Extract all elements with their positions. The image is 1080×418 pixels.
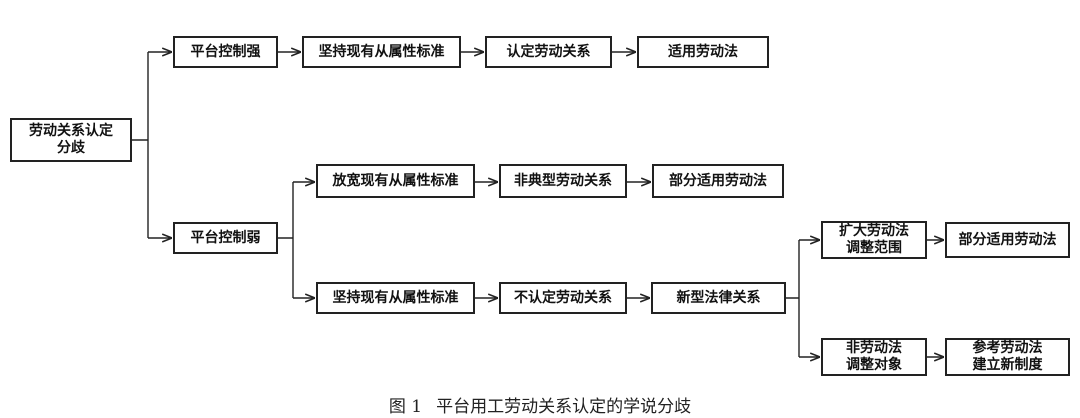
edge-new-branch xyxy=(786,240,800,357)
node-platform-control-weak-label: 平台控制弱 xyxy=(190,229,261,246)
node-atypical-labor-relation-label: 非典型劳动关系 xyxy=(514,172,612,189)
edge-root-branch xyxy=(132,52,149,238)
node-non-labor-law-object-line-2: 调整对象 xyxy=(846,357,902,373)
node-expand-partial-labor-law-label: 部分适用劳动法 xyxy=(958,231,1057,248)
node-atypical-labor-relation: 非典型劳动关系 xyxy=(499,164,627,198)
node-root-line-1: 劳动关系认定 xyxy=(29,123,113,139)
node-not-labor-relation-label: 不认定劳动关系 xyxy=(514,289,612,306)
node-new-legal-relation: 新型法律关系 xyxy=(651,282,786,314)
node-relax-criterion: 放宽现有从属性标准 xyxy=(316,164,475,198)
node-non-labor-law-object-line-1: 非劳动法 xyxy=(846,340,902,356)
node-strong-apply-labor-law-label: 适用劳动法 xyxy=(668,43,738,60)
node-non-labor-law-object: 非劳动法 调整对象 xyxy=(821,338,927,376)
node-reference-labor-law-new-system-line-2: 建立新制度 xyxy=(972,357,1043,373)
diagram-connectors xyxy=(132,0,944,390)
node-strong-labor-relation: 认定劳动关系 xyxy=(485,36,612,68)
node-relax-criterion-label: 放宽现有从属性标准 xyxy=(332,172,459,189)
figure-caption: 图 1 平台用工劳动关系认定的学说分歧 xyxy=(0,392,1080,417)
node-keep-criterion: 坚持现有从属性标准 xyxy=(316,282,475,314)
node-expand-labor-law-scope-line-1: 扩大劳动法 xyxy=(839,223,909,239)
node-root: 劳动关系认定 分歧 xyxy=(10,118,132,162)
node-expand-partial-labor-law: 部分适用劳动法 xyxy=(945,222,1070,258)
node-new-legal-relation-label: 新型法律关系 xyxy=(676,289,761,306)
node-root-line-2: 分歧 xyxy=(57,140,85,156)
node-strong-labor-relation-label: 认定劳动关系 xyxy=(506,43,591,60)
node-strong-apply-labor-law: 适用劳动法 xyxy=(637,36,769,68)
node-platform-control-strong: 平台控制强 xyxy=(173,36,278,68)
node-platform-control-weak: 平台控制弱 xyxy=(173,222,278,254)
node-reference-labor-law-new-system-line-1: 参考劳动法 xyxy=(972,340,1043,356)
node-not-labor-relation: 不认定劳动关系 xyxy=(499,282,627,314)
figure-title: 平台用工劳动关系认定的学说分歧 xyxy=(436,397,692,417)
node-platform-control-strong-label: 平台控制强 xyxy=(190,43,261,60)
edge-weak-branch xyxy=(278,182,294,298)
node-strong-keep-criterion-label: 坚持现有从属性标准 xyxy=(318,43,445,60)
node-reference-labor-law-new-system: 参考劳动法 建立新制度 xyxy=(945,338,1070,376)
node-expand-labor-law-scope: 扩大劳动法 调整范围 xyxy=(821,221,927,259)
figure-number: 图 1 xyxy=(388,397,423,417)
node-partial-labor-law-label: 部分适用劳动法 xyxy=(669,172,767,189)
node-keep-criterion-label: 坚持现有从属性标准 xyxy=(332,289,459,306)
node-partial-labor-law: 部分适用劳动法 xyxy=(652,164,784,198)
node-expand-labor-law-scope-line-2: 调整范围 xyxy=(846,240,902,256)
node-strong-keep-criterion: 坚持现有从属性标准 xyxy=(302,36,461,68)
